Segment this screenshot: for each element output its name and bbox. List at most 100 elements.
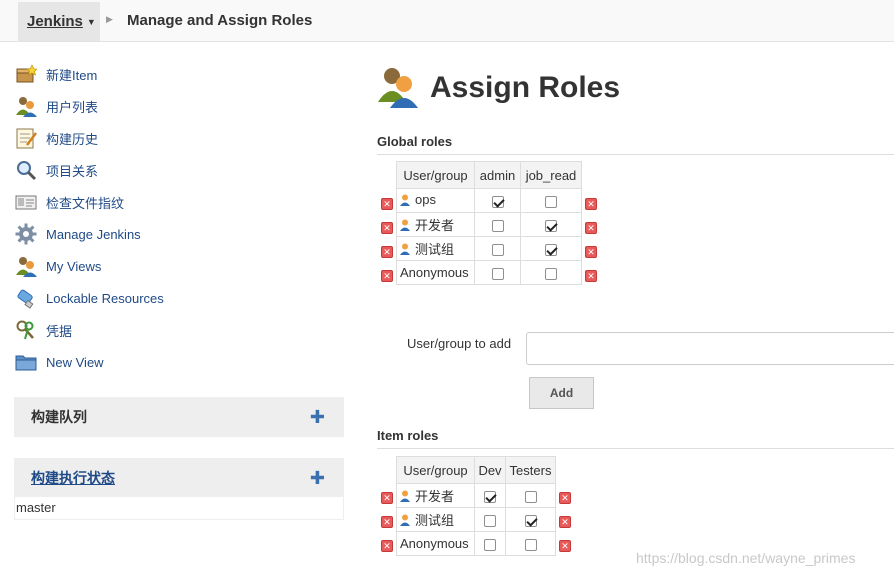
role-checkbox[interactable] bbox=[491, 243, 504, 256]
task-new-item[interactable]: 新建Item bbox=[14, 58, 344, 90]
role-checkbox[interactable] bbox=[545, 219, 557, 232]
user-icon bbox=[400, 219, 410, 234]
expand-plus-icon[interactable]: ✚ bbox=[309, 468, 325, 488]
role-checkbox[interactable] bbox=[545, 267, 557, 280]
role-checkbox[interactable] bbox=[545, 243, 557, 256]
task-label[interactable]: 构建历史 bbox=[46, 131, 99, 147]
user-name: ops bbox=[415, 192, 436, 208]
global-roles-table: User/group admin job_read ops 开发者 测试组 An… bbox=[396, 161, 582, 285]
add-user-input[interactable] bbox=[526, 332, 894, 365]
notepad-icon bbox=[14, 126, 38, 150]
user-name: 测试组 bbox=[415, 512, 455, 528]
table-row: Anonymous bbox=[396, 260, 582, 285]
role-checkbox[interactable] bbox=[484, 490, 496, 503]
delete-row-icon[interactable]: ✕ bbox=[381, 222, 393, 234]
role-checkbox[interactable] bbox=[524, 538, 537, 551]
jenkins-home-link[interactable]: Jenkins ▼ bbox=[18, 2, 100, 41]
role-checkbox[interactable] bbox=[524, 490, 537, 503]
delete-row-icon[interactable]: ✕ bbox=[381, 246, 393, 258]
chevron-down-icon[interactable]: ▼ bbox=[86, 16, 96, 27]
checkbox-cell bbox=[520, 236, 582, 261]
role-checkbox[interactable] bbox=[491, 195, 504, 208]
table-row: 开发者 bbox=[396, 212, 582, 237]
table-row: ops bbox=[396, 188, 582, 213]
role-checkbox[interactable] bbox=[524, 514, 537, 527]
role-checkbox[interactable] bbox=[491, 267, 504, 280]
keys-icon bbox=[14, 318, 38, 342]
item-roles-table: User/group Dev Testers 开发者 测试组 Anonymous bbox=[396, 456, 556, 556]
task-label[interactable]: My Views bbox=[46, 258, 102, 274]
user-cell: Anonymous bbox=[396, 260, 475, 285]
user-icon bbox=[400, 514, 410, 529]
page-title: Assign Roles bbox=[430, 70, 621, 104]
task-label[interactable]: 检查文件指纹 bbox=[46, 195, 125, 211]
delete-row-icon[interactable]: ✕ bbox=[585, 270, 597, 282]
delete-row-icon[interactable]: ✕ bbox=[381, 270, 393, 282]
delete-row-icon[interactable]: ✕ bbox=[381, 492, 393, 504]
roles-icon bbox=[376, 64, 420, 111]
executor-node-master[interactable]: master bbox=[16, 500, 56, 515]
table-header-row: User/group Dev Testers bbox=[396, 456, 556, 484]
user-cell: 测试组 bbox=[396, 236, 475, 261]
usb-drive-icon bbox=[14, 286, 38, 310]
user-name: 开发者 bbox=[415, 488, 455, 504]
task-my-views[interactable]: My Views bbox=[14, 250, 344, 282]
task-label[interactable]: Manage Jenkins bbox=[46, 226, 141, 242]
checkbox-cell bbox=[505, 483, 556, 508]
delete-row-icon[interactable]: ✕ bbox=[585, 246, 597, 258]
checkbox-cell bbox=[474, 483, 506, 508]
task-label[interactable]: Lockable Resources bbox=[46, 290, 164, 306]
column-header: admin bbox=[474, 161, 521, 189]
role-checkbox[interactable] bbox=[484, 514, 496, 527]
checkbox-cell bbox=[474, 188, 521, 213]
user-cell: 开发者 bbox=[396, 212, 475, 237]
delete-row-icon[interactable]: ✕ bbox=[381, 540, 393, 552]
task-credentials[interactable]: 凭据 bbox=[14, 314, 344, 346]
user-cell: 测试组 bbox=[396, 507, 475, 532]
role-checkbox[interactable] bbox=[491, 219, 504, 232]
add-button[interactable]: Add bbox=[529, 377, 594, 409]
delete-row-icon[interactable]: ✕ bbox=[381, 198, 393, 210]
task-fingerprint[interactable]: 检查文件指纹 bbox=[14, 186, 344, 218]
magnifier-icon bbox=[14, 158, 38, 182]
task-manage-jenkins[interactable]: Manage Jenkins bbox=[14, 218, 344, 250]
delete-row-icon[interactable]: ✕ bbox=[559, 516, 571, 528]
user-cell: ops bbox=[396, 188, 475, 213]
column-header: Testers bbox=[505, 456, 556, 484]
build-queue-header: 构建队列 ✚ bbox=[15, 398, 343, 436]
delete-row-icon[interactable]: ✕ bbox=[585, 222, 597, 234]
task-label[interactable]: 凭据 bbox=[46, 323, 73, 339]
executor-status-link[interactable]: 构建执行状态 bbox=[31, 470, 115, 486]
task-new-view[interactable]: New View bbox=[14, 346, 344, 378]
checkbox-cell bbox=[505, 531, 556, 556]
delete-row-icon[interactable]: ✕ bbox=[381, 516, 393, 528]
build-queue-pane: 构建队列 ✚ bbox=[14, 397, 344, 437]
checkbox-cell bbox=[505, 507, 556, 532]
delete-row-icon[interactable]: ✕ bbox=[559, 492, 571, 504]
task-lockable-resources[interactable]: Lockable Resources bbox=[14, 282, 344, 314]
global-roles-title: Global roles bbox=[377, 134, 894, 155]
build-queue-title: 构建队列 bbox=[31, 409, 87, 425]
role-checkbox[interactable] bbox=[545, 195, 557, 208]
table-row: 测试组 bbox=[396, 507, 556, 532]
user-icon bbox=[400, 490, 410, 505]
role-checkbox[interactable] bbox=[484, 538, 496, 551]
task-label[interactable]: 项目关系 bbox=[46, 163, 99, 179]
user-icon bbox=[400, 194, 410, 209]
task-label[interactable]: 新建Item bbox=[46, 67, 98, 83]
task-people[interactable]: 用户列表 bbox=[14, 90, 344, 122]
delete-row-icon[interactable]: ✕ bbox=[559, 540, 571, 552]
expand-plus-icon[interactable]: ✚ bbox=[309, 407, 325, 427]
table-row: 开发者 bbox=[396, 483, 556, 508]
delete-row-icon[interactable]: ✕ bbox=[585, 198, 597, 210]
task-build-history[interactable]: 构建历史 bbox=[14, 122, 344, 154]
item-roles-title: Item roles bbox=[377, 428, 894, 449]
task-label[interactable]: 用户列表 bbox=[46, 99, 99, 115]
task-project-relationship[interactable]: 项目关系 bbox=[14, 154, 344, 186]
task-label[interactable]: New View bbox=[46, 354, 104, 370]
checkbox-cell bbox=[474, 531, 506, 556]
jenkins-home-label: Jenkins bbox=[27, 13, 83, 30]
user-icon bbox=[400, 243, 410, 258]
checkbox-cell bbox=[474, 236, 521, 261]
checkbox-cell bbox=[520, 212, 582, 237]
